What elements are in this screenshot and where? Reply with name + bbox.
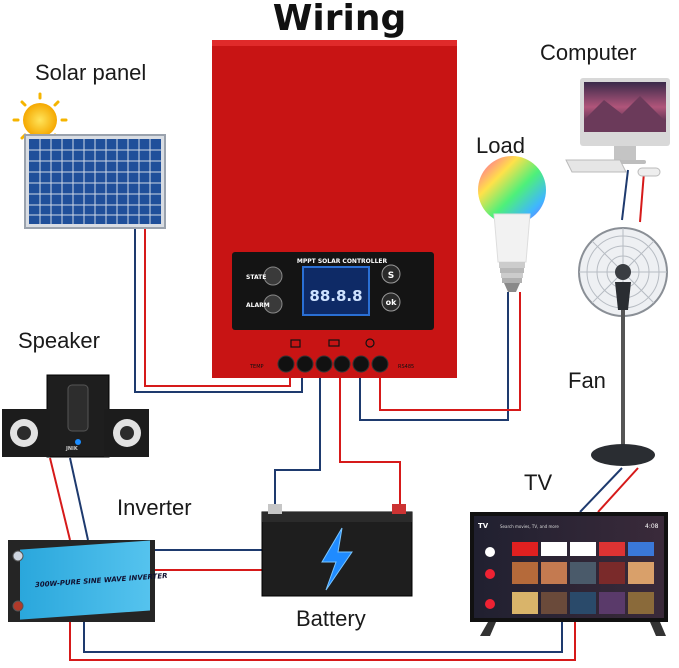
mppt-controller <box>212 40 457 378</box>
controller-header: MPPT SOLAR CONTROLLER <box>297 258 388 265</box>
inverter <box>8 540 155 622</box>
computer <box>565 78 670 177</box>
load-bulb <box>478 156 546 292</box>
tv-app-row <box>512 542 654 556</box>
speaker <box>2 374 149 458</box>
sun-icon <box>23 103 57 137</box>
label-tv: TV <box>524 470 553 495</box>
tv-clock: 4:08 <box>645 523 659 530</box>
inverter-tv-wire-2 <box>83 622 563 653</box>
inverter-tv-wire-1 <box>69 622 576 661</box>
battery-wire-negative <box>274 358 321 506</box>
state-button <box>263 266 283 286</box>
controller-terminals <box>277 355 389 373</box>
solar-panel <box>12 92 166 229</box>
label-speaker: Speaker <box>18 328 100 353</box>
lightning-icon <box>321 527 353 591</box>
label-inverter: Inverter <box>117 495 192 520</box>
label-fan: Fan <box>568 368 606 393</box>
page-title: Wiring <box>272 0 407 39</box>
fan <box>578 227 668 466</box>
alarm-button <box>263 294 283 314</box>
controller-alarm-label: ALARM <box>246 302 270 309</box>
wires <box>49 169 645 661</box>
tv-logo: TV <box>478 522 489 530</box>
tv-fan-wire-1 <box>579 467 623 513</box>
tv-content-row <box>512 562 654 614</box>
speaker-wire-2 <box>69 457 89 541</box>
s-button <box>381 264 401 284</box>
controller-button-s-label: S <box>388 271 394 281</box>
tv <box>470 512 668 636</box>
speaker-brand: JNIK <box>65 446 79 452</box>
speaker-wire-1 <box>49 457 71 541</box>
terminal-icons <box>290 338 375 348</box>
label-battery: Battery <box>296 606 366 631</box>
battery-wire-positive <box>339 358 401 506</box>
tv-fan-wire-2 <box>597 467 639 513</box>
label-solar-panel: Solar panel <box>35 60 147 85</box>
controller-rs485-label: RS485 <box>398 364 414 370</box>
load-wire-negative <box>359 292 509 421</box>
controller-state-label: STATE <box>246 274 266 281</box>
fan-computer-wire-1 <box>621 169 629 221</box>
load-wire-positive <box>379 292 521 411</box>
controller-button-ok-label: ok <box>386 298 397 307</box>
controller-temp-label: TEMP <box>249 364 264 370</box>
label-load: Load <box>476 133 525 158</box>
fan-computer-wire-2 <box>639 171 645 223</box>
label-computer: Computer <box>540 40 637 65</box>
battery <box>261 504 413 597</box>
tv-search-text: Search movies, TV, and more <box>500 524 559 529</box>
tv-side-icons <box>485 547 495 609</box>
controller-display-readout: 88.8.8 <box>309 287 362 305</box>
ok-button <box>381 292 401 312</box>
